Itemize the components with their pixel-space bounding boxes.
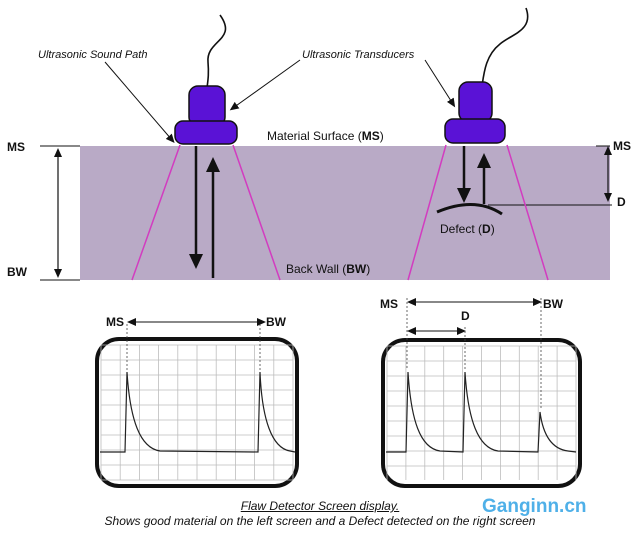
- ms-label-screen-right: MS: [380, 297, 398, 311]
- transducers-label: Ultrasonic Transducers: [302, 49, 415, 61]
- sound-beam-right-a: [407, 144, 447, 281]
- screen-grid-right: [386, 345, 577, 480]
- sound-path-pointer: [104, 61, 175, 144]
- ms-label-left: MS: [7, 140, 25, 154]
- sound-beam-right-b: [506, 144, 549, 281]
- watermark: Ganginn.cn: [482, 496, 587, 517]
- bw-label-left: BW: [7, 265, 28, 279]
- cable-left: [206, 14, 227, 89]
- transducers-pointer-left: [229, 59, 301, 111]
- back-wall-label: Back Wall (BW): [286, 262, 370, 276]
- cable-right: [481, 7, 529, 87]
- defect-label: Defect (D): [440, 222, 495, 236]
- transducers-pointer-right: [424, 59, 456, 108]
- ms-label-screen-left: MS: [106, 315, 124, 329]
- material-surface-label: Material Surface (MS): [267, 129, 384, 143]
- d-label-right: D: [617, 195, 626, 209]
- bw-label-screen-right: BW: [543, 297, 564, 311]
- sound-beam-left-a: [131, 144, 181, 281]
- caption-description: Shows good material on the left screen a…: [104, 514, 536, 528]
- screen-grid-left: [100, 344, 294, 481]
- transducer-left-icon: [174, 85, 238, 145]
- transducer-right-icon: [444, 81, 506, 144]
- defect-shape: [436, 202, 503, 216]
- material-block: [80, 146, 610, 280]
- bw-label-screen-left: BW: [266, 315, 287, 329]
- ms-label-right: MS: [613, 139, 631, 153]
- signal-trace-left: [100, 371, 296, 453]
- sound-beam-left-b: [232, 144, 281, 281]
- signal-trace-right: [386, 371, 577, 453]
- d-label-screen-right: D: [461, 309, 470, 323]
- caption-title: Flaw Detector Screen display.: [240, 499, 400, 513]
- sound-path-label: Ultrasonic Sound Path: [38, 49, 147, 61]
- flaw-detector-screen-right: [381, 338, 582, 488]
- flaw-detector-screen-left: [95, 337, 299, 488]
